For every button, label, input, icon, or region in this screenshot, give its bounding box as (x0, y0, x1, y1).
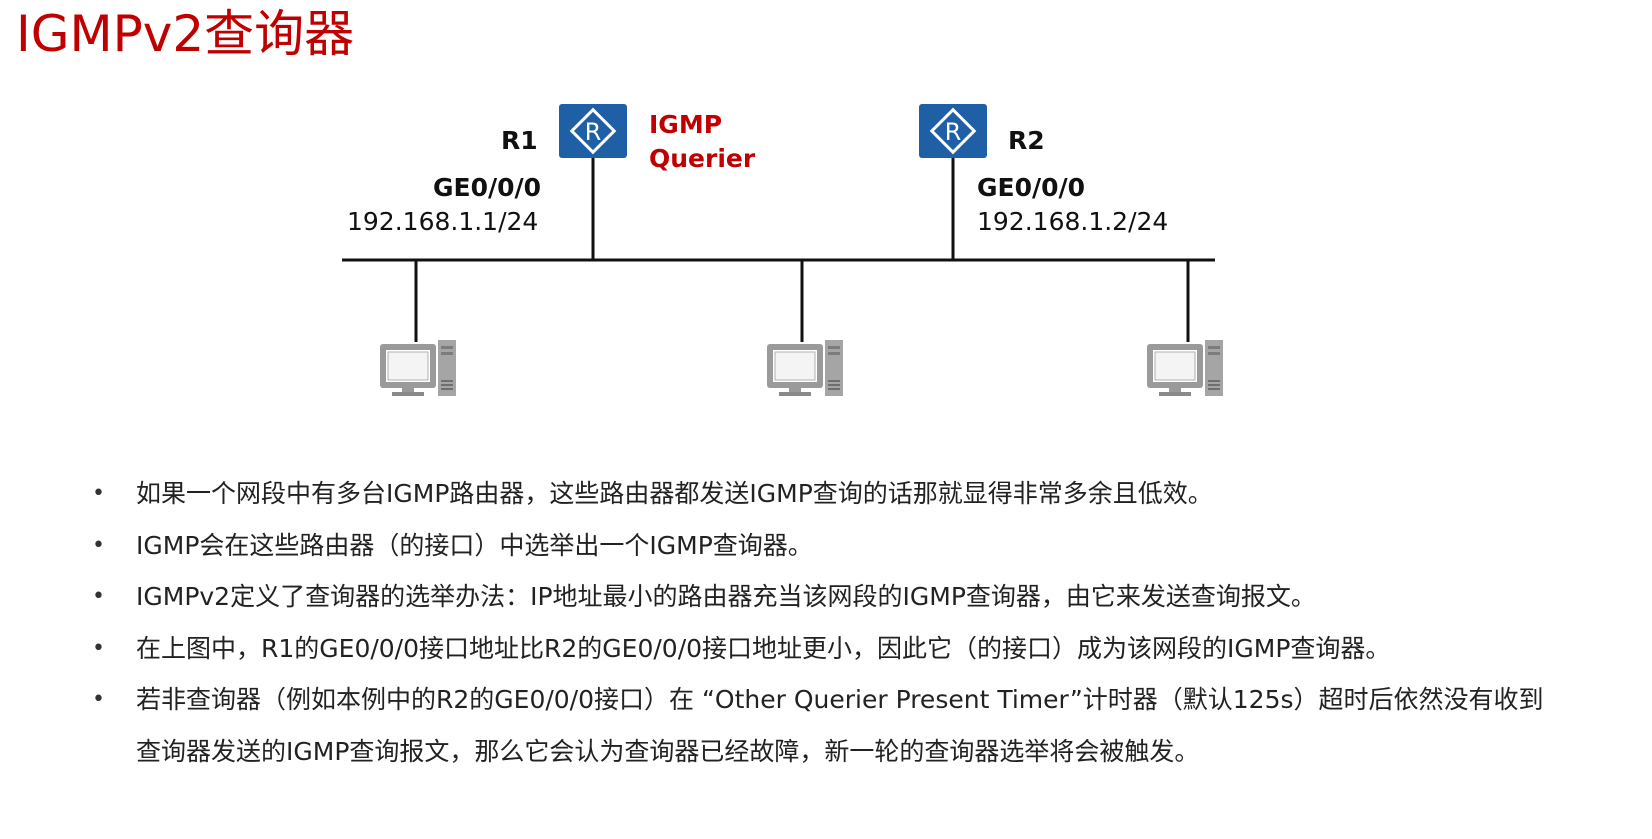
bullet-dot: • (92, 687, 105, 712)
pc-icon (766, 339, 844, 397)
r2-ip: 192.168.1.2/24 (977, 207, 1168, 236)
r1-name: R1 (501, 126, 538, 155)
bullet-text: IGMP会在这些路由器（的接口）中选举出一个IGMP查询器。 (136, 530, 813, 560)
bullet-dot: • (92, 481, 105, 506)
network-diagram: R R1 IGMP Querier GE0/0/0 192.168.1.1/ (342, 102, 1224, 397)
querier-label-line1: IGMP (649, 110, 722, 139)
bullet-text: 如果一个网段中有多台IGMP路由器，这些路由器都发送IGMP查询的话那就显得非常… (136, 479, 1213, 508)
list-item: • 在上图中，R1的GE0/0/0接口地址比R2的GE0/0/0接口地址更小，因… (90, 623, 1630, 675)
page-title: IGMPv2查询器 (16, 5, 355, 63)
list-item: • 如果一个网段中有多台IGMP路由器，这些路由器都发送IGMP查询的话那就显得… (90, 468, 1630, 520)
bullet-dot: • (92, 584, 105, 609)
pc-icon (379, 339, 457, 397)
bullet-text: IGMPv2定义了查询器的选举办法：IP地址最小的路由器充当该网段的IGMP查询… (136, 582, 1316, 611)
r1-interface: GE0/0/0 (433, 173, 541, 202)
querier-label-line2: Querier (649, 144, 756, 173)
pc-icon (1146, 339, 1224, 397)
router-icon (557, 102, 629, 160)
bullet-list: • 如果一个网段中有多台IGMP路由器，这些路由器都发送IGMP查询的话那就显得… (90, 468, 1630, 777)
router-icon (917, 102, 989, 160)
bullet-text: 若非查询器（例如本例中的R2的GE0/0/0接口）在 “Other Querie… (136, 685, 1544, 766)
bullet-dot: • (92, 635, 105, 661)
r2-interface: GE0/0/0 (977, 173, 1085, 202)
list-item: • 若非查询器（例如本例中的R2的GE0/0/0接口）在 “Other Quer… (90, 674, 1630, 777)
r2-name: R2 (1008, 126, 1045, 155)
list-item: • IGMPv2定义了查询器的选举办法：IP地址最小的路由器充当该网段的IGMP… (90, 571, 1630, 623)
list-item: • IGMP会在这些路由器（的接口）中选举出一个IGMP查询器。 (90, 520, 1630, 572)
bullet-dot: • (92, 532, 105, 558)
r1-ip: 192.168.1.1/24 (347, 207, 538, 236)
bullet-text: 在上图中，R1的GE0/0/0接口地址比R2的GE0/0/0接口地址更小，因此它… (136, 633, 1391, 663)
